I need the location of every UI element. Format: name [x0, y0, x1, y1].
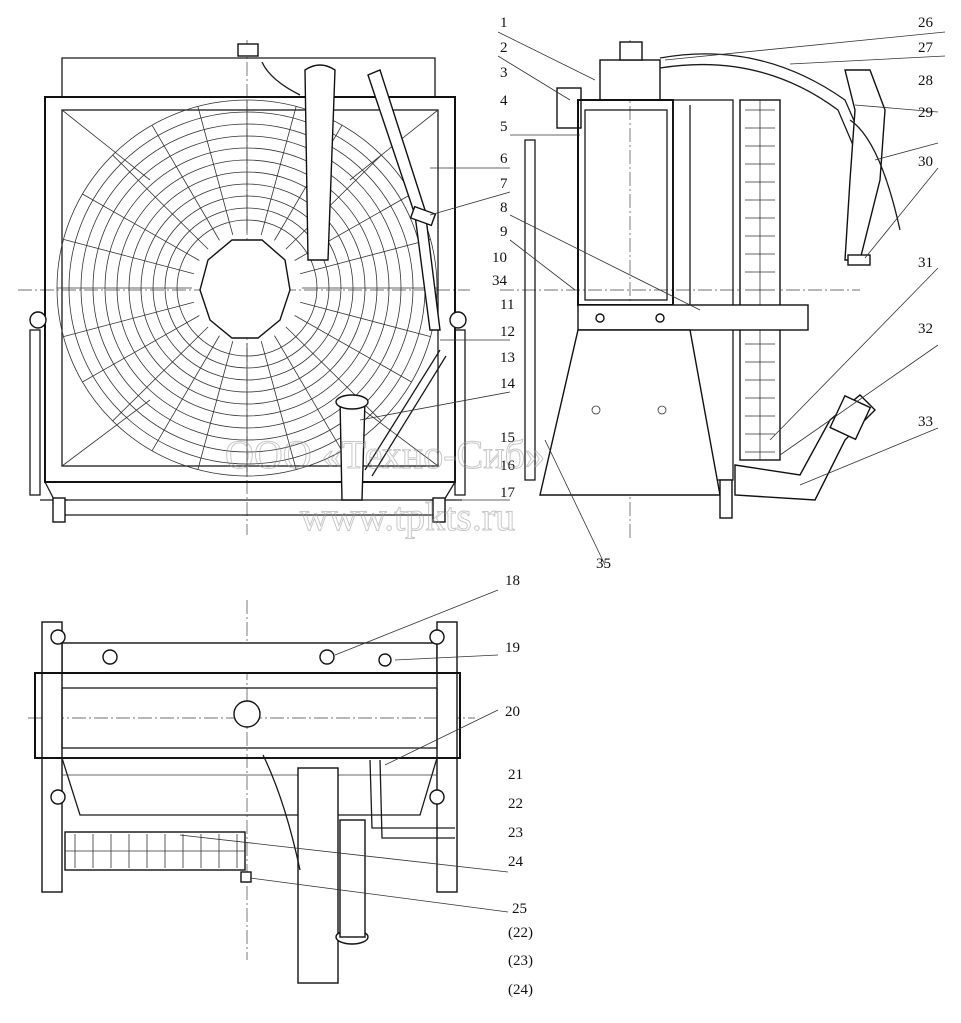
callout-10: 10: [492, 250, 507, 266]
callout-35: 35: [596, 556, 611, 572]
callout-9: 9: [500, 224, 508, 240]
callout-26: 26: [918, 15, 934, 31]
fan-guard-spoke: [197, 106, 234, 235]
callout-5: 5: [500, 119, 508, 135]
callout-11: 11: [500, 297, 514, 313]
fan-guard-spoke: [260, 341, 297, 470]
callout-3: 3: [500, 65, 508, 81]
callout-29: 29: [918, 105, 933, 121]
fan-guard-spoke: [294, 315, 412, 383]
fan-guard-spoke: [300, 238, 431, 275]
callout-labels: 1 2 3 4 5 6 7 8 9 10 34 11 12 13 14 15 1…: [492, 15, 934, 998]
callout-34: 34: [492, 273, 508, 289]
callout-22-ref: (22): [508, 925, 533, 941]
callout-28: 28: [918, 73, 933, 89]
leader-lines: [179, 31, 946, 913]
callout-1: 1: [500, 15, 508, 31]
fan-guard-spoke: [112, 154, 209, 250]
callout-25: 25: [512, 901, 527, 917]
fan-guard-spoke: [82, 315, 200, 383]
callout-33: 33: [918, 414, 933, 430]
side-view: [500, 40, 901, 540]
plan-view: [28, 600, 475, 984]
watermark-company: ООО «Техно-Сиб»: [225, 432, 545, 477]
callout-6: 6: [500, 151, 508, 167]
callout-27: 27: [918, 40, 934, 56]
callout-18: 18: [505, 573, 520, 589]
callout-7: 7: [500, 176, 508, 192]
callout-30: 30: [918, 154, 933, 170]
fan-guard-spoke: [300, 301, 431, 338]
fan-guard-spoke: [274, 335, 343, 452]
callout-4: 4: [500, 93, 508, 109]
fan-guard-plan-grid: [65, 834, 245, 868]
callout-19: 19: [505, 640, 520, 656]
callout-31: 31: [918, 255, 933, 271]
fan-guard-spoke: [63, 238, 194, 275]
callout-13: 13: [500, 350, 515, 366]
callout-20: 20: [505, 704, 520, 720]
callout-16: 16: [500, 458, 516, 474]
fan-guard-spoke: [285, 154, 382, 250]
callout-23-ref: (23): [508, 953, 533, 969]
fan-guard-spoke: [260, 106, 297, 235]
front-view: [18, 40, 470, 535]
callout-12: 12: [500, 324, 515, 340]
callout-14: 14: [500, 376, 516, 392]
watermark-url: www.tpkts.ru: [300, 494, 515, 539]
callout-17: 17: [500, 485, 516, 501]
fan-guard-spoke: [151, 335, 220, 452]
callout-2: 2: [500, 40, 508, 56]
callout-24-ref: (24): [508, 982, 533, 998]
fan-guard-spoke: [285, 326, 382, 422]
callout-22: 22: [508, 796, 523, 812]
callout-15: 15: [500, 430, 515, 446]
fan-guard-spoke: [82, 193, 200, 261]
fan-guard-spokes: [57, 100, 437, 476]
fan-guard-spoke: [63, 301, 194, 338]
fan-guard-spoke: [112, 326, 209, 422]
fan-guard-spoke: [197, 341, 234, 470]
callout-23: 23: [508, 825, 523, 841]
callout-21: 21: [508, 767, 523, 783]
callout-24: 24: [508, 854, 524, 870]
fan-guard-side-grid: [745, 100, 775, 460]
fan-guard-spoke: [151, 124, 220, 241]
callout-8: 8: [500, 200, 508, 216]
callout-32: 32: [918, 321, 933, 337]
